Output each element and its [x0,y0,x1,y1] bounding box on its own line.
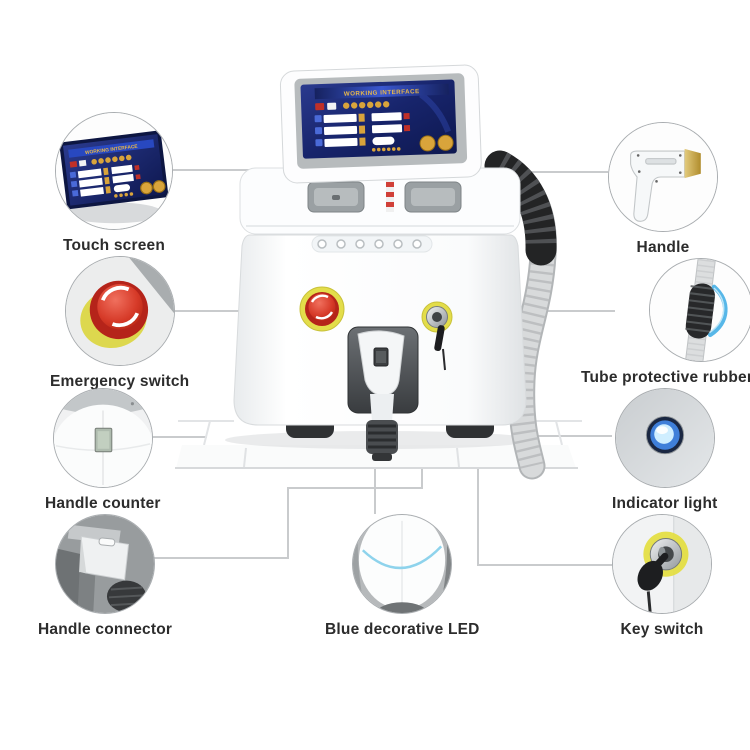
callout-circle [608,122,718,232]
callout-label: Key switch [620,621,704,638]
emergency-button [299,286,345,332]
callout-touch-screen: WORKING INTERFACE [55,112,173,255]
machine-touchscreen: WORKING INTERFACE [279,64,482,184]
callout-line-handle-connector-a [138,557,288,559]
callout-label: Indicator light [612,495,718,512]
callout-circle [649,258,750,362]
callout-circle [352,514,453,614]
callout-line-key-switch-b [477,564,612,566]
key-switch-image [613,515,711,613]
machine-screen-title: WORKING INTERFACE [344,88,420,98]
callout-label: Handle connector [38,621,173,638]
callout-tube-protective-rubber: Tube protective rubber [581,258,750,387]
handle-in-cradle [347,326,419,461]
callout-line-handle-connector-c [287,487,423,489]
handle-counter-image [53,389,152,487]
callout-line-handle-connector-d [421,468,423,489]
callout-label: Tube protective rubber [581,369,750,386]
callout-label: Handle counter [45,495,161,512]
indicator-light-image [615,389,714,487]
callout-label: Touch screen [62,237,166,254]
key-switch-on-machine [421,301,453,371]
machine-illustration: WORKING INTERFACE [175,64,582,480]
front-indicator-strip [311,235,433,253]
callout-blue-decorative-led: Blue decorative LED [325,514,480,639]
callout-handle: Handle [608,122,718,257]
callout-line-blue-led [374,466,376,514]
callout-line-touch-screen [173,169,258,171]
machine-top-shelf [239,167,521,235]
callout-circle [612,514,712,614]
callout-line-key-switch-a [477,454,479,565]
blue-led-image [353,515,452,613]
callout-emergency-switch: Emergency switch [50,256,189,391]
callout-line-emergency-switch [160,310,248,312]
callout-line-tube-rubber [548,310,615,312]
touch-screen-image: WORKING INTERFACE [56,113,172,229]
callout-line-indicator [528,435,612,437]
emergency-switch-image [65,257,174,365]
callout-label: Blue decorative LED [325,621,480,638]
callout-label: Emergency switch [50,373,190,390]
callout-line-handle [527,171,608,173]
callout-circle [64,256,175,366]
callout-indicator-light: Indicator light [612,388,717,513]
callout-handle-counter: Handle counter [45,388,161,513]
handle-connector-image [56,515,155,613]
callout-line-handle-connector-b [287,488,289,559]
handle-image [609,123,717,231]
callout-label: Handle [636,239,690,256]
callout-circle [614,388,715,488]
handle-connector-on-machine [366,420,398,461]
callout-circle [52,388,153,488]
tube-protective-rubber-image [650,259,750,361]
callout-line-handle-counter [145,436,207,438]
callout-handle-connector: Handle connector [38,514,172,639]
callout-key-switch: Key switch [612,514,712,639]
callout-circle: WORKING INTERFACE [55,112,173,230]
callout-circle [55,514,156,614]
